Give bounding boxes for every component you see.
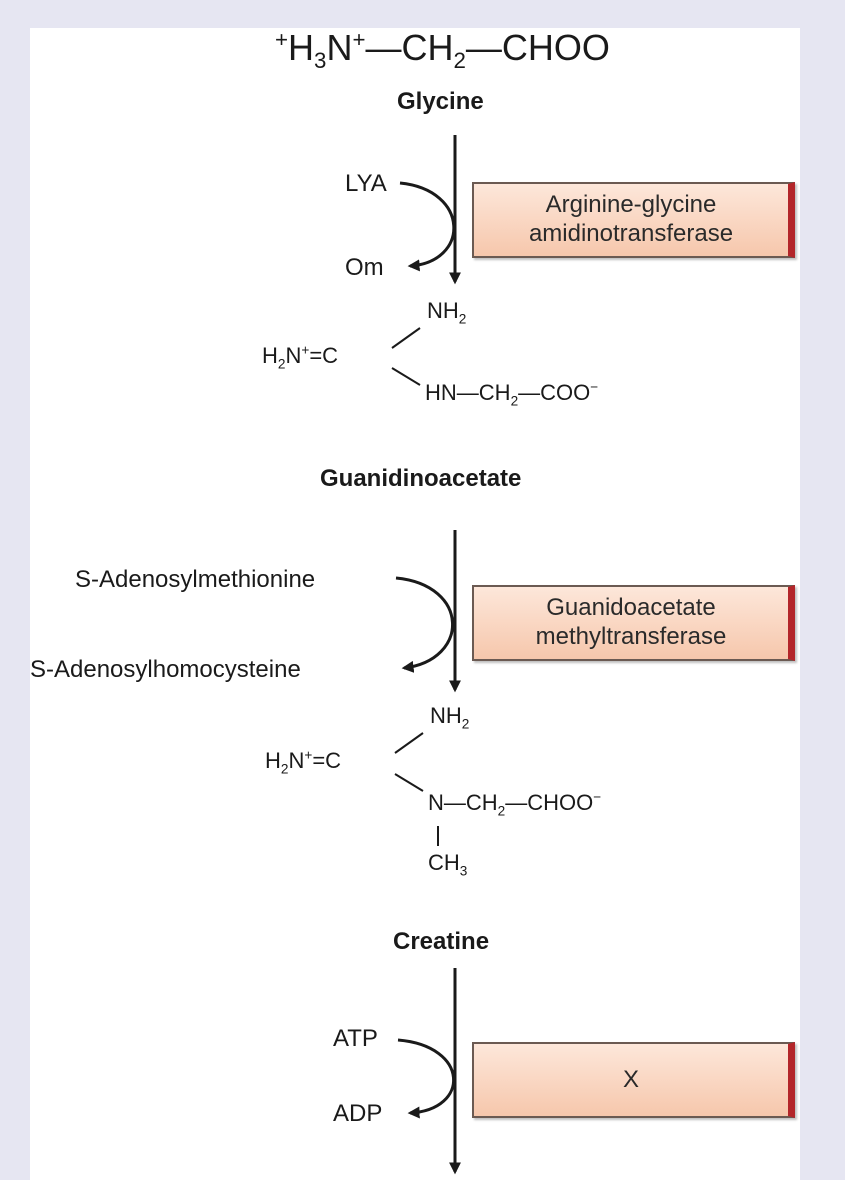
ga-nh2: NH2: [427, 298, 467, 327]
glycine-formula: +H3N+—CH2—CHOO: [275, 27, 610, 74]
side-arrow-1: [399, 181, 456, 272]
enzyme-box-3: X: [472, 1042, 795, 1118]
step1-product: Om: [345, 254, 384, 281]
bond-ga-hn: [391, 367, 421, 386]
enzyme-2-line-1: Guanidoacetate: [546, 594, 716, 622]
cr-nh2: NH2: [430, 703, 470, 732]
side-arrow-3: [397, 1038, 456, 1119]
bond-ga-nh2: [391, 327, 421, 349]
creatine-label: Creatine: [393, 928, 490, 955]
step2-substrate: S-Adenosylmethionine: [75, 566, 316, 593]
step3-substrate: ATP: [333, 1025, 378, 1052]
enzyme-1-line-2: amidinotransferase: [528, 220, 734, 247]
glycine-label: Glycine: [397, 88, 484, 115]
cr-ch3: CH3: [428, 850, 468, 879]
step1-substrate: LYA: [345, 170, 387, 197]
cr-left-group: H2N+=C: [265, 747, 342, 777]
bond-cr-n: [394, 773, 424, 792]
cr-chain: N—CH2—CHOO−: [428, 789, 602, 819]
enzyme-3-line-1: X: [622, 1065, 639, 1093]
enzyme-2-line-2: methyltransferase: [535, 623, 727, 650]
side-arrow-2: [395, 576, 454, 673]
guanidinoacetate-label: Guanidinoacetate: [320, 465, 522, 492]
bond-cr-nh2: [394, 732, 424, 754]
ga-chain: HN—CH2—COO−: [425, 379, 599, 409]
ga-left-group: H2N+=C: [262, 342, 339, 372]
step3-product: ADP: [333, 1100, 383, 1127]
step2-product: S-Adenosylhomocysteine: [30, 656, 301, 683]
enzyme-1-line-1: Arginine-glycine: [545, 191, 717, 219]
